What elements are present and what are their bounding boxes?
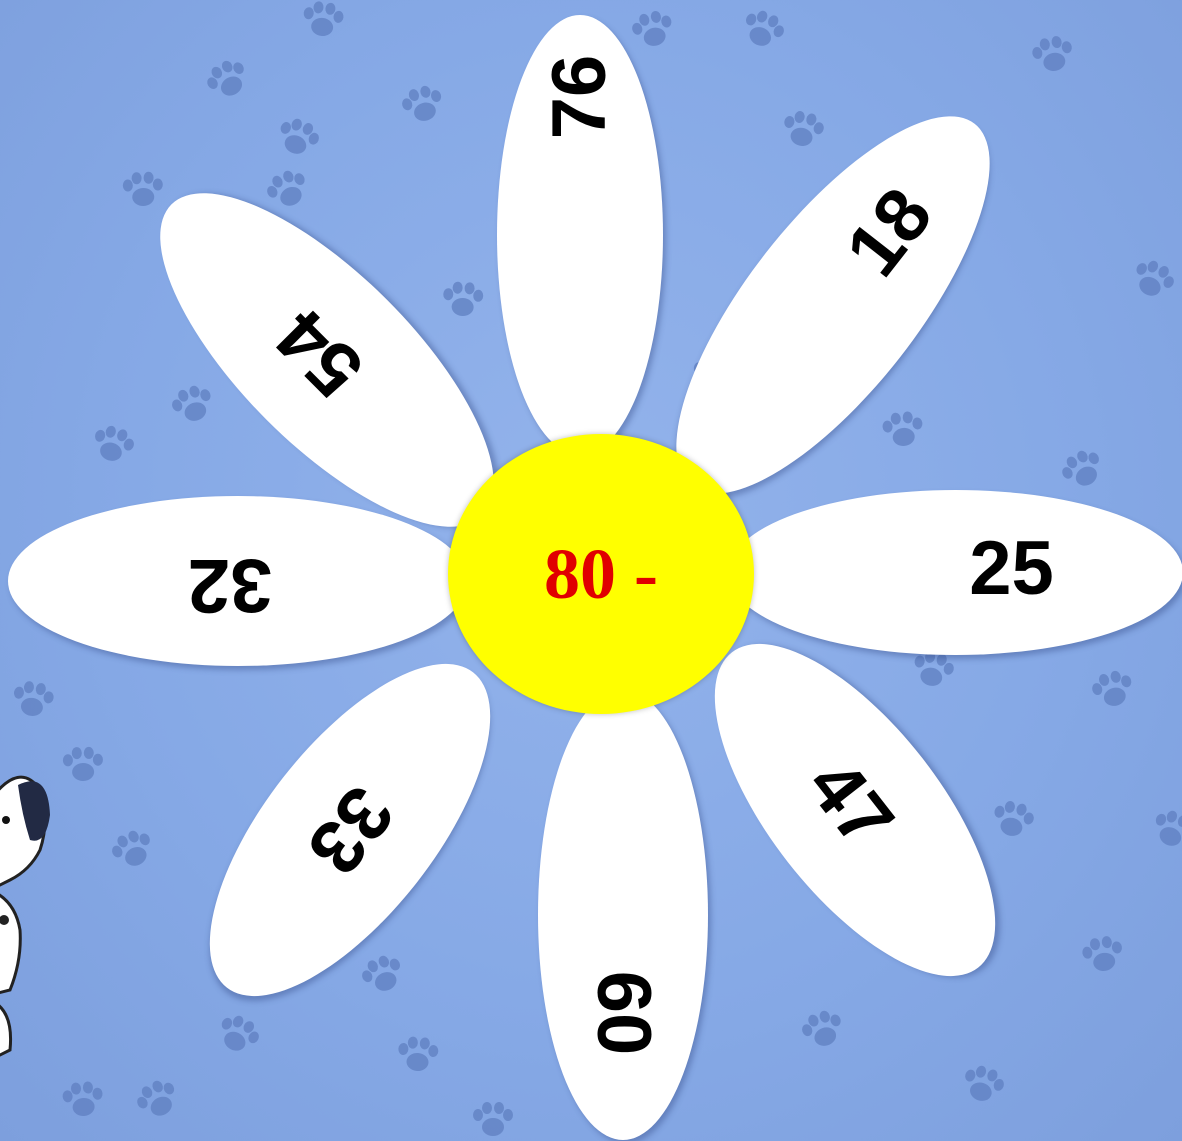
petal-top[interactable]: 76 [497,15,663,455]
paw-print-icon [394,1033,443,1076]
paw-print-icon [470,1100,516,1140]
petal-number: 25 [969,531,1054,607]
paw-print-icon [986,795,1040,844]
paw-print-icon [104,822,162,877]
paw-print-icon [259,162,318,218]
paw-print-icon [1144,803,1182,857]
petal-number: 47 [794,747,906,860]
paw-print-icon [1086,665,1141,716]
paw-print-icon [208,1007,267,1064]
center-expression: 80 - [544,533,658,616]
paw-print-icon [395,79,450,130]
petal-number: 76 [542,55,618,140]
paw-print-icon [878,408,928,453]
paw-print-icon [734,3,792,58]
paw-print-icon [354,948,412,1003]
petal-left[interactable]: 32 [8,496,468,666]
paw-print-icon [439,279,487,321]
petal-number: 32 [188,547,273,623]
paw-print-icon [1027,31,1080,79]
paw-print-icon [128,1072,187,1129]
dalmatian-dog-icon [0,760,70,1060]
paw-print-icon [7,677,59,724]
petal-number: 54 [263,296,377,410]
paw-print-icon [1077,931,1129,978]
paw-print-icon [626,5,680,55]
petal-number: 18 [834,176,946,289]
paw-print-icon [955,1059,1011,1111]
petal-number: 33 [294,773,406,886]
petal-lower-right[interactable]: 47 [665,600,1045,1020]
paw-print-icon [85,419,141,471]
petal-number: 60 [585,971,661,1056]
paw-print-icon [776,106,829,155]
paw-print-icon [58,1078,107,1122]
paw-print-icon [269,111,326,165]
paw-print-icon [1124,252,1182,308]
paw-print-icon [119,169,166,211]
paw-print-icon [298,0,349,43]
petal-lower-left[interactable]: 33 [160,620,540,1040]
petal-bottom[interactable]: 60 [538,690,708,1140]
petal-right[interactable]: 25 [728,490,1182,655]
paw-print-icon [165,378,222,431]
paw-print-icon [198,51,258,109]
paw-print-icon [795,1004,852,1057]
paw-print-icon [1053,441,1113,498]
flower-center[interactable]: 80 - [448,434,754,714]
